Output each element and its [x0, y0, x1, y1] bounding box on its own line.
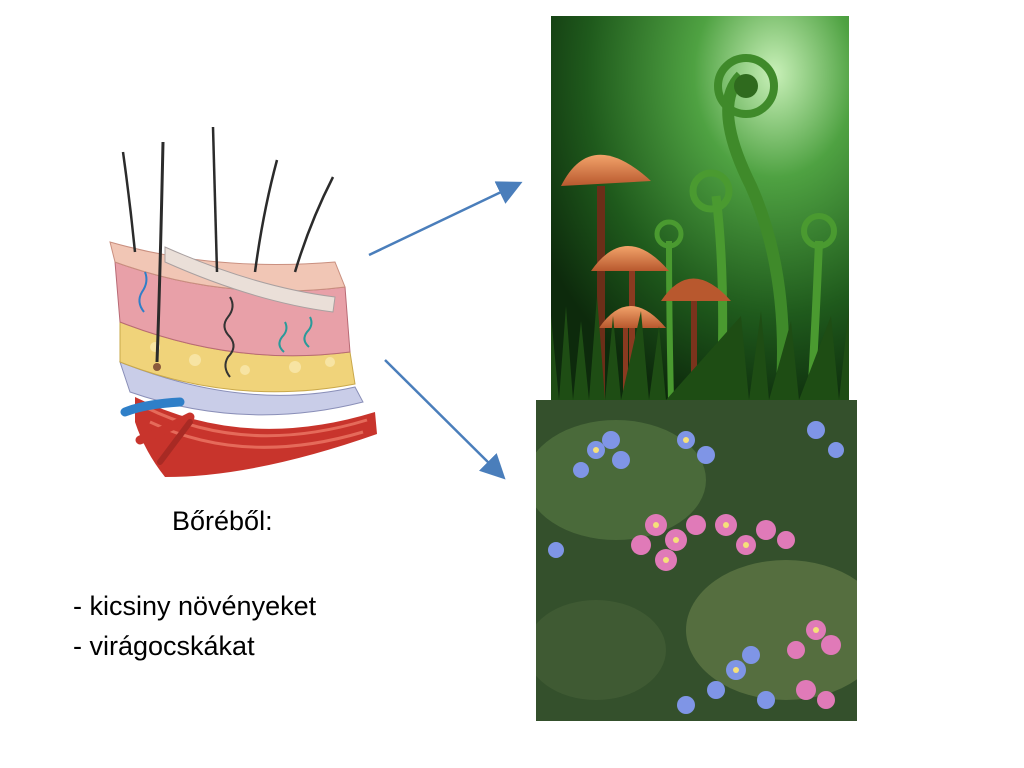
arrow-down-right — [384, 359, 506, 480]
list-item: - kicsiny növényeket — [73, 591, 317, 621]
skin-cross-section-image — [109, 126, 377, 477]
forget-me-not-photo — [536, 400, 857, 721]
item-list: - kicsiny növényeket - virágocskákat — [73, 586, 316, 666]
arrows-graphic — [368, 181, 523, 480]
mushrooms-fern-photo — [551, 16, 849, 400]
slide-title: Bőréből: — [172, 506, 273, 536]
arrow-up-right — [368, 181, 523, 257]
list-item: - virágocskákat — [73, 631, 255, 661]
